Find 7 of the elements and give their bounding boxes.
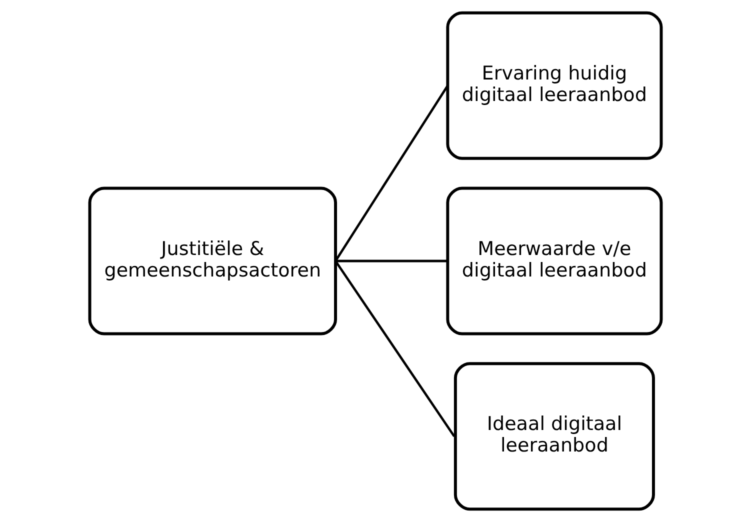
connector xyxy=(334,260,455,438)
node-box: Meerwaarde v/e digitaal leeraanbod xyxy=(446,186,662,336)
node-box: Justitiële & gemeenschapsactoren xyxy=(88,186,337,336)
connector xyxy=(335,260,448,262)
node-box: Ideaal digitaal leeraanbod xyxy=(453,362,654,511)
connector xyxy=(334,84,448,262)
node-box: Ervaring huidig digitaal leeraanbod xyxy=(446,11,662,160)
